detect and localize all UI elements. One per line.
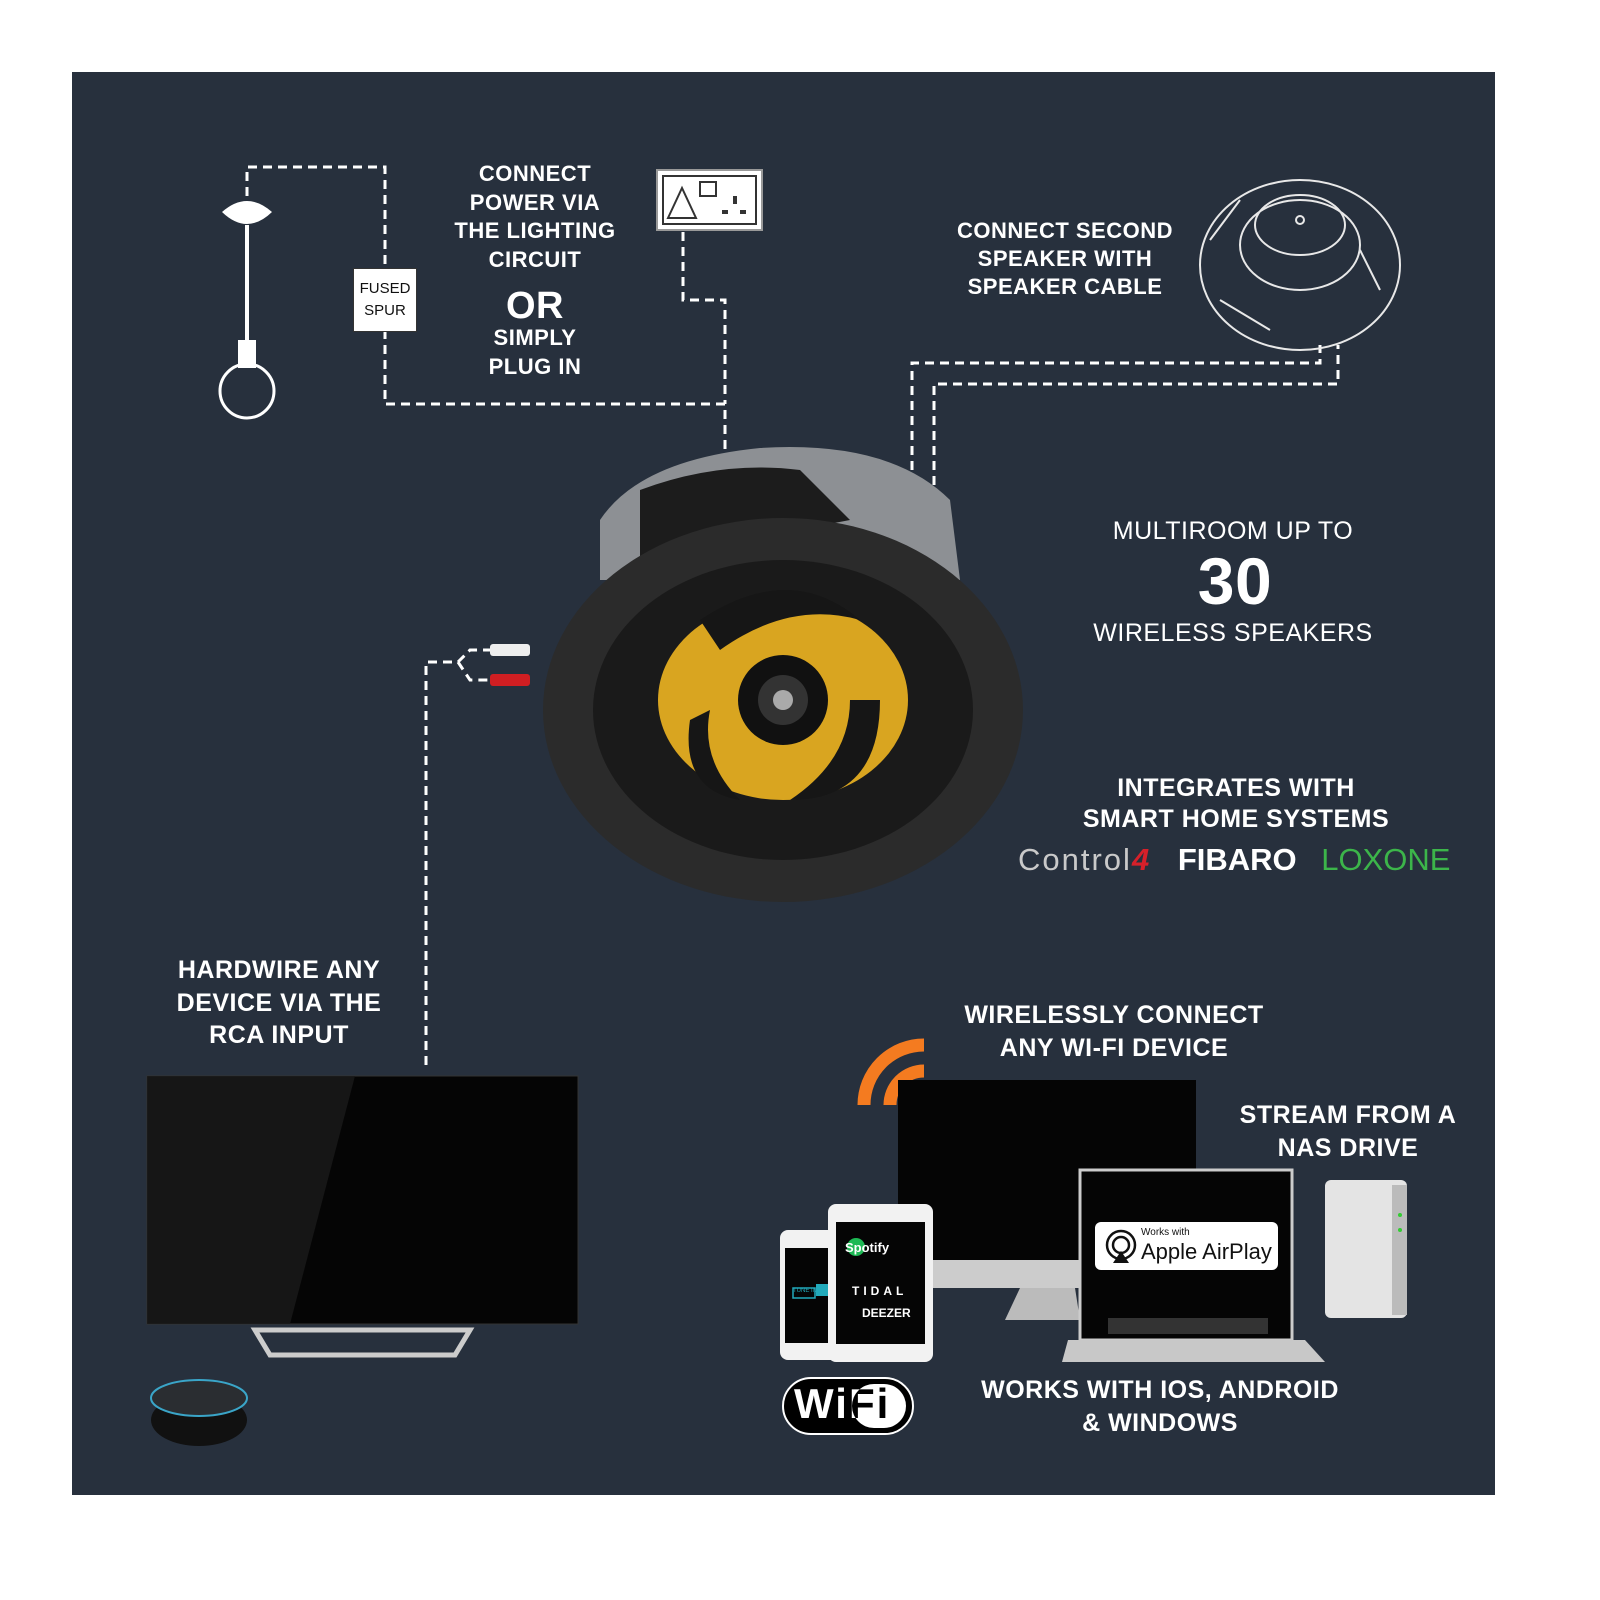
smart-speaker-icon: [150, 1379, 248, 1446]
nas-text: STREAM FROM A NAS DRIVE: [1240, 1099, 1457, 1164]
fused-spur-box: FUSED SPUR: [353, 268, 417, 332]
power-instructions: CONNECT POWER VIA THE LIGHTING CIRCUIT: [454, 160, 615, 274]
text-line: SIMPLY: [493, 325, 577, 350]
text-line: NAS DRIVE: [1277, 1133, 1419, 1162]
text-line: SPEAKER CABLE: [967, 273, 1163, 299]
pendant-light-icon: [218, 201, 276, 420]
wall-socket-icon: [656, 169, 763, 231]
tablet-icon: [828, 1204, 933, 1362]
hardwire-text: HARDWIRE ANY DEVICE VIA THE RCA INPUT: [177, 954, 382, 1052]
wifi-logo: [782, 1377, 914, 1435]
text-line: DEVICE VIA THE: [176, 988, 382, 1017]
airplay-icon: [1105, 1229, 1137, 1263]
airplay-small: Works with: [1141, 1227, 1190, 1238]
second-speaker-icon: [1199, 179, 1401, 351]
text-line: PLUG IN: [488, 353, 582, 379]
multiroom-number: 30: [1197, 544, 1273, 618]
airplay-badge: Works with Apple AirPlay: [1095, 1222, 1278, 1270]
text-line: SMART HOME SYSTEMS: [1082, 805, 1390, 834]
rca-cable: [424, 648, 490, 1065]
tunein-logo: TUNE IN: [793, 1288, 817, 1294]
multiroom-bottom: WIRELESS SPEAKERS: [1093, 619, 1373, 647]
text-line: CONNECT: [478, 161, 592, 186]
text-line: RCA INPUT: [209, 1021, 349, 1049]
text-line: SPEAKER WITH: [977, 245, 1153, 271]
television-icon: [146, 1075, 579, 1358]
plug-in-text: SIMPLY PLUG IN: [489, 324, 582, 381]
text-line: WORKS WITH IOS, ANDROID: [981, 1376, 1339, 1404]
text-line: ANY WI-FI DEVICE: [999, 1033, 1229, 1062]
text-line: HARDWIRE ANY: [177, 956, 381, 984]
smart-home-logos: Control4 FIBARO LOXONE: [1018, 842, 1450, 878]
text-line: WIRELESSLY CONNECT: [964, 1001, 1264, 1029]
speaker-cable-1: [910, 345, 1322, 500]
smart-home-text: INTEGRATES WITH SMART HOME SYSTEMS: [1083, 773, 1389, 836]
fibaro-logo: FIBARO: [1177, 842, 1297, 877]
second-speaker-text: CONNECT SECOND SPEAKER WITH SPEAKER CABL…: [957, 217, 1173, 301]
wifi-logo-label: WiFi: [794, 1380, 891, 1427]
text-line: CONNECT SECOND: [956, 218, 1174, 243]
control4-logo: Control: [1018, 842, 1132, 877]
text-line: FUSED: [359, 280, 411, 297]
wifi-logo-text: WiFi: [794, 1380, 890, 1428]
wireless-text: WIRELESSLY CONNECT ANY WI-FI DEVICE: [964, 999, 1263, 1064]
text-line: CIRCUIT: [488, 246, 582, 272]
airplay-big: Apple AirPlay: [1141, 1239, 1272, 1264]
loxone-logo: LOXONE: [1321, 842, 1451, 877]
compat-text: WORKS WITH IOS, ANDROID & WINDOWS: [981, 1374, 1339, 1439]
text-line: SPUR: [364, 302, 406, 319]
spotify-logo: Spotify: [845, 1240, 890, 1255]
text-line: & WINDOWS: [1082, 1408, 1238, 1437]
text-line: THE LIGHTING: [454, 218, 616, 244]
deezer-logo: DEEZER: [862, 1306, 911, 1320]
text-line: STREAM FROM A: [1239, 1101, 1457, 1129]
socket-cable: [681, 232, 727, 404]
speaker-cable-2: [932, 345, 1340, 500]
main-speaker-icon: [543, 447, 1023, 902]
nas-drive-icon: [1325, 1180, 1407, 1318]
text-line: INTEGRATES WITH: [1117, 774, 1355, 802]
or-label: OR: [506, 285, 564, 327]
control4-mark: 4: [1131, 842, 1150, 877]
tidal-logo: TIDAL: [852, 1284, 908, 1298]
multiroom-top: MULTIROOM UP TO: [1112, 517, 1354, 545]
text-line: POWER VIA: [469, 189, 601, 215]
rca-plugs-icon: [490, 644, 530, 686]
